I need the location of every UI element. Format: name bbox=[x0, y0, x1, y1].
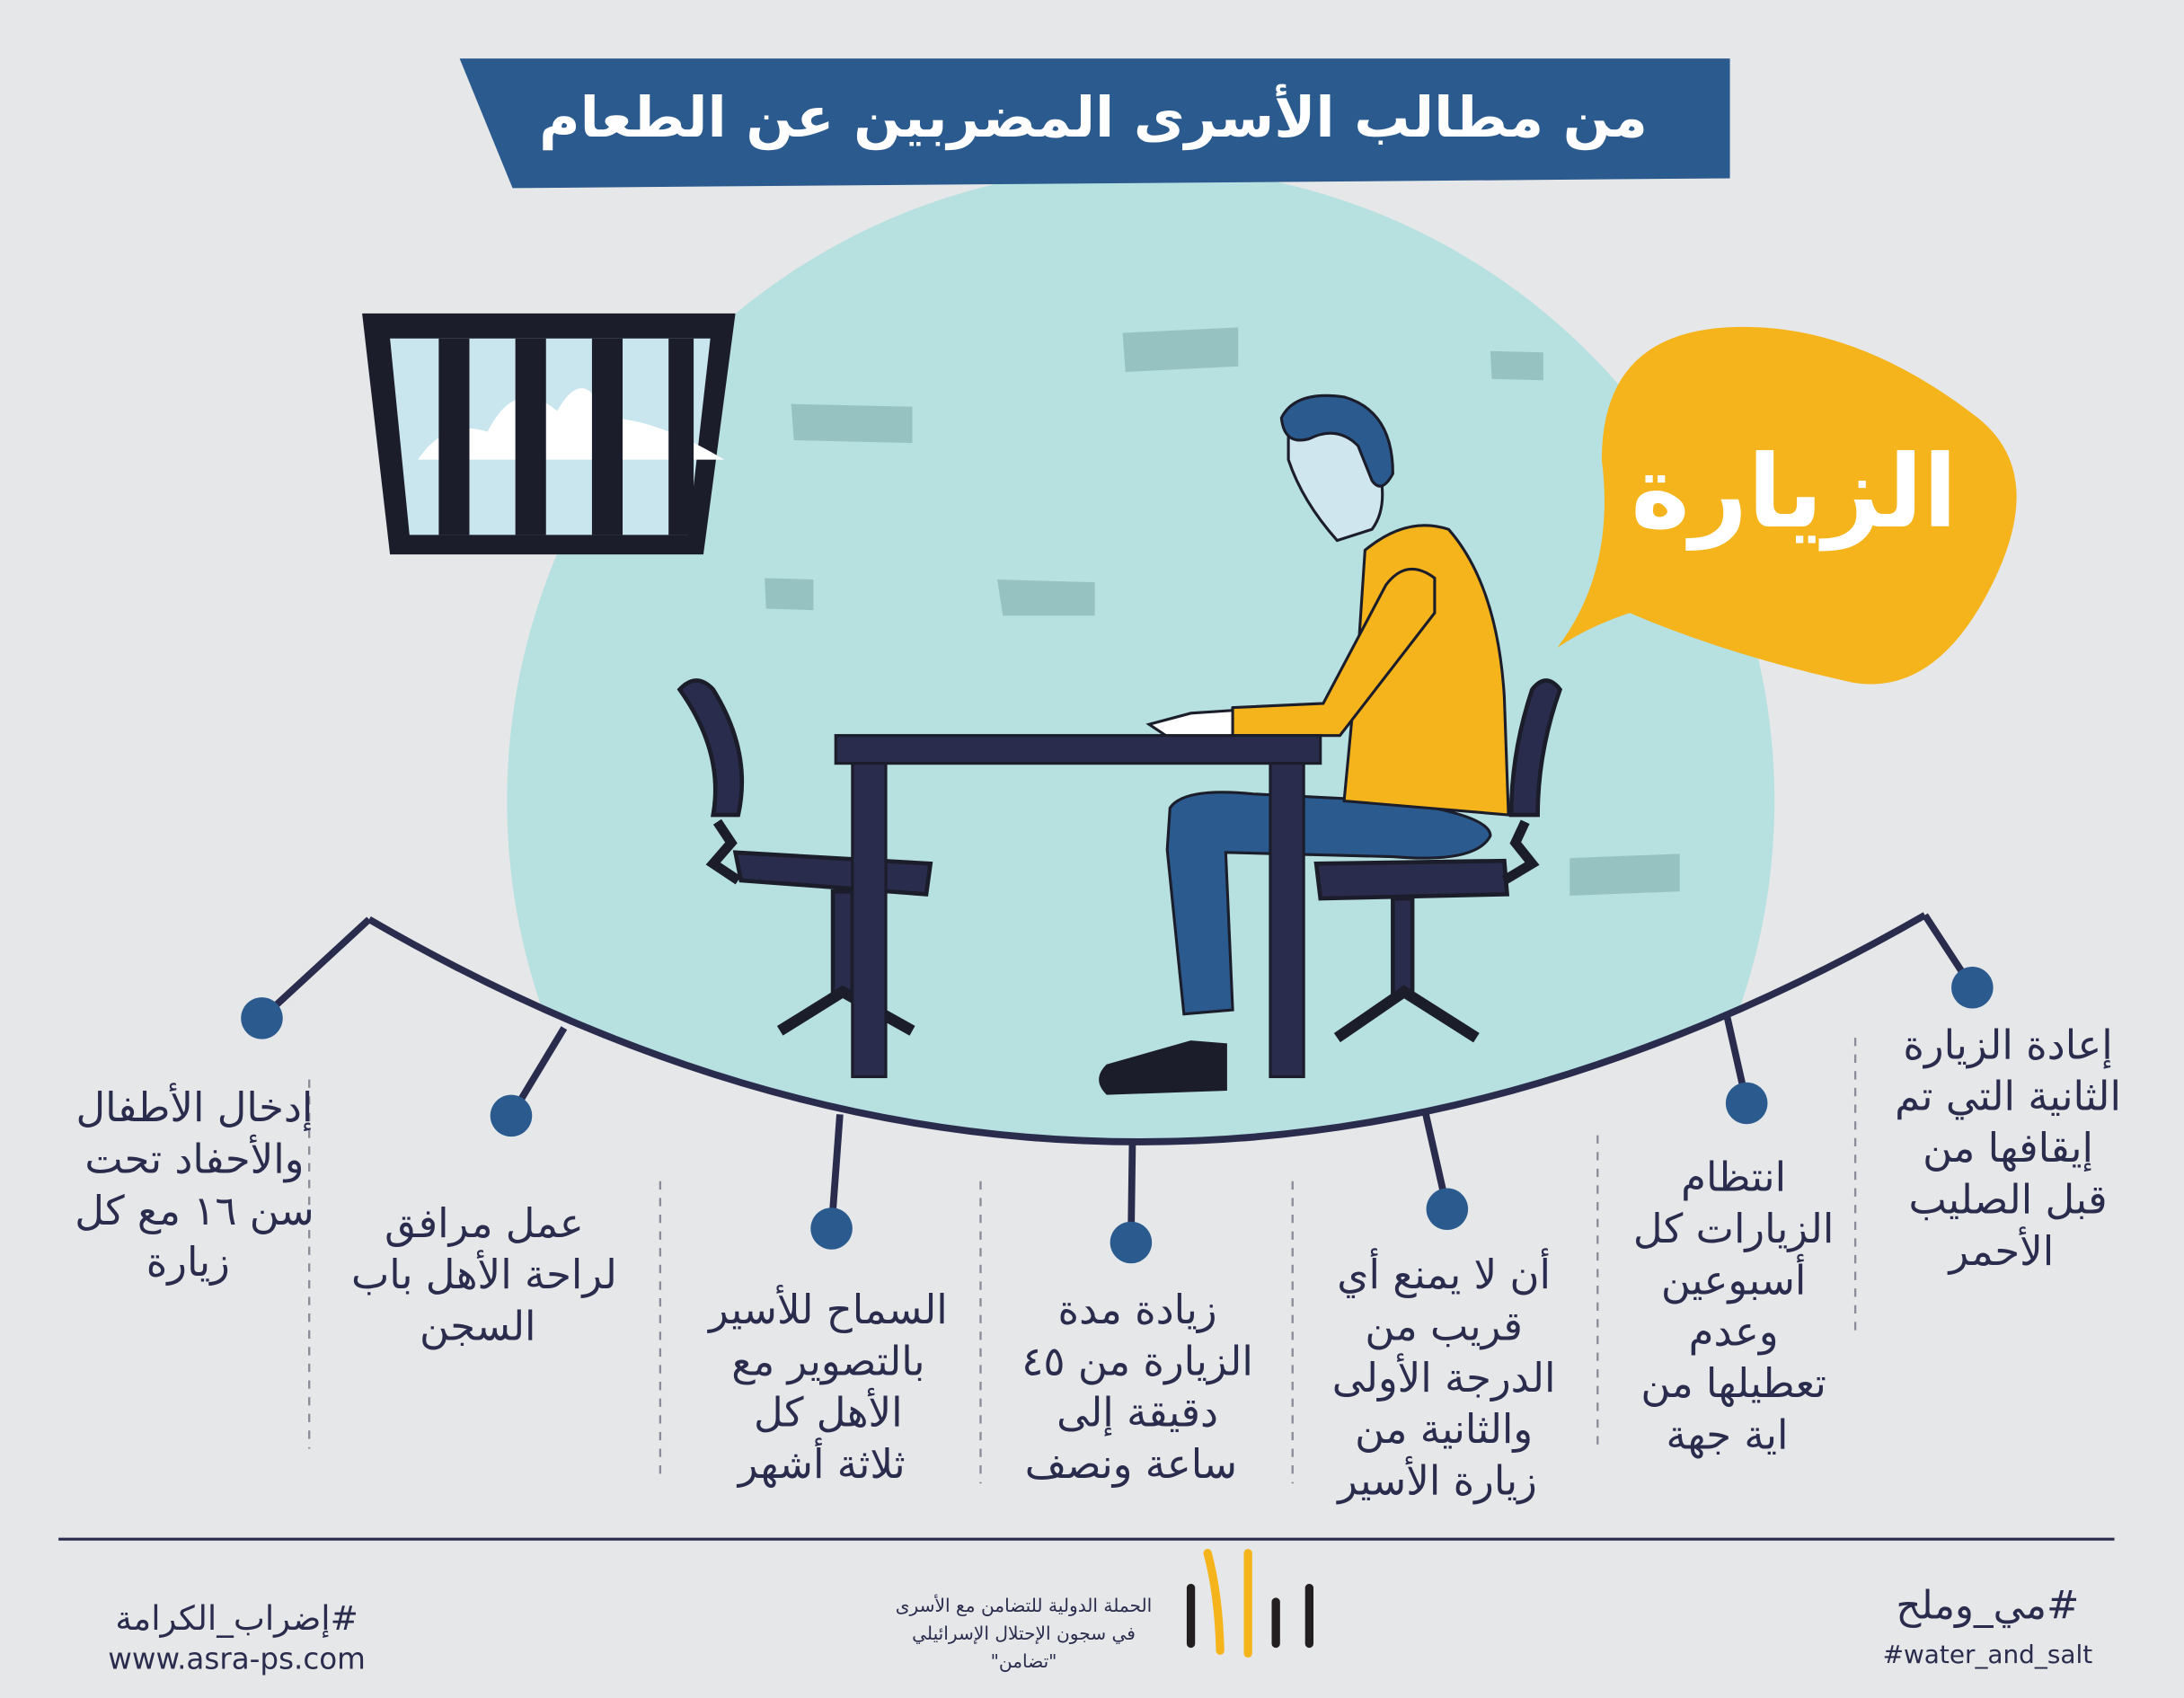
left-hashtag: #إضراب_الكرامة bbox=[115, 1598, 358, 1638]
prisoner-figure bbox=[1099, 394, 1510, 1095]
tadamon-logo-icon bbox=[1186, 1549, 1314, 1658]
demand-4: زيادة مدة الزيارة من ٤٥ دقيقة إلى ساعة و… bbox=[1009, 1286, 1253, 1489]
demand-7: إدخال الأطفال والأحفاد تحت سن ١٦ مع كل ز… bbox=[62, 1082, 314, 1286]
bubble-label: الزيارة bbox=[1631, 434, 1958, 551]
timeline-dots bbox=[241, 967, 1994, 1264]
wall-bricks bbox=[765, 327, 1680, 896]
logo-line-2: في سجون الإحتلال الإسرائيلي bbox=[912, 1623, 1136, 1645]
logo-line-1: الحملة الدولية للتضامن مع الأسرى bbox=[896, 1595, 1152, 1616]
demand-6: عمل مرافق لراحة الأهل باب السجن bbox=[339, 1199, 617, 1350]
page-title: من مطالب الأسرى المضربين عن الطعام bbox=[539, 84, 1648, 151]
logo-line-3: "تضامن" bbox=[991, 1650, 1057, 1672]
demand-1: إعادة الزيارة الثانية التي تم إيقافها من… bbox=[1882, 1021, 2121, 1274]
prison-window-icon bbox=[362, 313, 736, 555]
demand-3: أن لا يمنع أي قريب من الدرجة الأولى والث… bbox=[1320, 1248, 1556, 1504]
website-link[interactable]: www.asra-ps.com bbox=[108, 1641, 366, 1676]
right-hashtag-arabic: #مي_وملح bbox=[1896, 1584, 2079, 1629]
right-hashtag-english: #water_and_salt bbox=[1883, 1640, 2093, 1669]
title-banner bbox=[459, 58, 1730, 189]
timeline-arc bbox=[367, 912, 1927, 1145]
demand-5: السماح للأسير بالتصوير مع الأهل كل ثلاثة… bbox=[696, 1284, 948, 1488]
column-dividers bbox=[308, 1038, 1857, 1484]
demand-2: انتظام الزيارات كل أسبوعين وعدم تعطيلها … bbox=[1621, 1154, 1835, 1459]
visit-table-icon bbox=[834, 734, 1322, 1079]
occupied-chair-icon bbox=[1313, 678, 1563, 1043]
speech-bubble bbox=[1557, 326, 2017, 685]
